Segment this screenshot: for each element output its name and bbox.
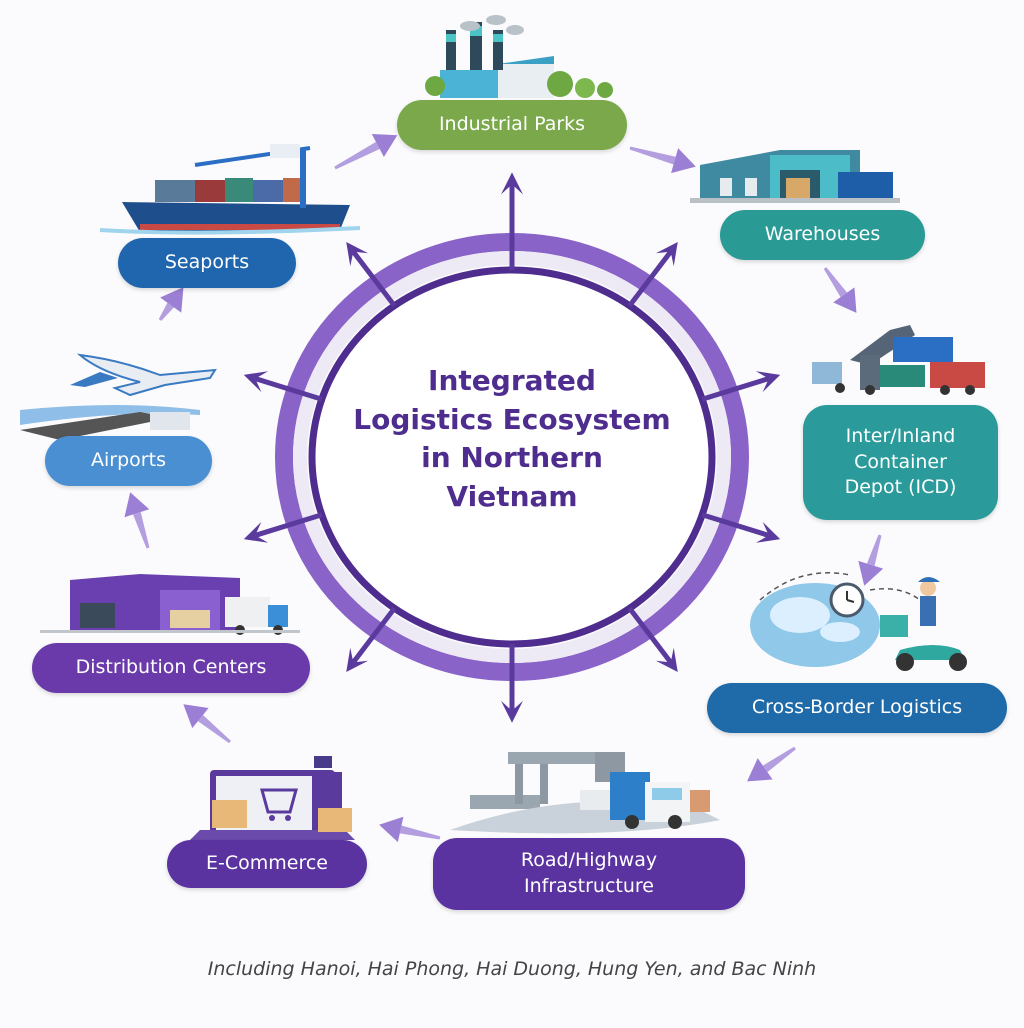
radial-arrow-head: [501, 172, 523, 195]
flow-arrow: [158, 287, 184, 321]
node-distribution-centers[interactable]: Distribution Centers: [32, 643, 310, 693]
radial-arrow: [701, 512, 781, 543]
airplane-icon: [20, 353, 217, 440]
flow-arrow-head: [858, 560, 884, 586]
warehouse-icon: [690, 150, 900, 203]
flow-arrow: [124, 492, 150, 549]
cargo-ship-icon: [99, 144, 361, 235]
radial-arrow-head: [655, 647, 678, 673]
flow-arrow-shaft: [823, 267, 848, 298]
flow-arrow-shaft: [158, 302, 174, 321]
radial-arrow-head: [346, 647, 369, 673]
radial-arrow-shaft: [627, 250, 673, 308]
radial-arrow: [627, 606, 678, 673]
flow-arrow: [183, 704, 231, 744]
radial-arrow-shaft: [627, 606, 673, 664]
radial-arrow-shaft: [254, 376, 323, 402]
title-line: in Northern: [421, 441, 603, 475]
node-label-text: E-Commerce: [206, 852, 328, 875]
flow-arrow: [334, 133, 398, 170]
center-title: Integrated Logistics Ecosystem in Northe…: [342, 362, 682, 517]
node-label-text: Cross-Border Logistics: [751, 696, 963, 719]
title-line: Logistics Ecosystem: [353, 402, 671, 436]
node-label-text: Industrial Parks: [438, 113, 586, 136]
illustrations: [20, 15, 985, 840]
node-label-text: Inter/Inland Container Depot (ICD): [844, 425, 957, 499]
radial-arrow: [346, 241, 397, 308]
title-line: Integrated: [428, 364, 596, 397]
flow-arrow: [858, 534, 884, 586]
radial-arrow: [346, 606, 397, 673]
node-cross-border[interactable]: Cross-Border Logistics: [707, 683, 1007, 733]
flow-arrow-shaft: [762, 746, 796, 773]
flow-arrow-head: [124, 492, 150, 518]
node-label-text: Distribution Centers: [75, 656, 267, 679]
node-warehouses[interactable]: Warehouses: [720, 210, 925, 260]
node-label-text: Warehouses: [764, 223, 881, 246]
radial-arrow-shaft: [351, 250, 397, 308]
node-airports[interactable]: Airports: [45, 436, 212, 486]
flow-arrow-shaft: [629, 146, 676, 165]
flow-arrow: [823, 267, 857, 313]
radial-arrow: [243, 371, 323, 402]
flow-arrow: [379, 816, 441, 843]
flow-arrow: [747, 746, 796, 782]
flow-arrow-head: [671, 148, 696, 174]
radial-arrow-shaft: [701, 512, 770, 538]
flow-arrow-head: [183, 704, 209, 729]
radial-arrow-shaft: [701, 376, 770, 402]
node-industrial-parks[interactable]: Industrial Parks: [397, 100, 627, 150]
node-road-highway[interactable]: Road/Highway Infrastructure: [433, 838, 745, 910]
flow-arrow-head: [160, 287, 184, 313]
highway-truck-icon: [450, 752, 720, 834]
radial-arrow-head: [755, 371, 781, 393]
node-icd[interactable]: Inter/Inland Container Depot (ICD): [803, 405, 998, 520]
radial-arrow-head: [243, 521, 269, 543]
title-line: Vietnam: [446, 479, 578, 513]
flow-arrow-shaft: [133, 512, 150, 549]
radial-arrow: [243, 512, 323, 543]
radial-arrow-shaft: [254, 512, 323, 538]
node-e-commerce[interactable]: E-Commerce: [167, 840, 367, 888]
radial-arrow-head: [655, 241, 678, 267]
flow-arrow-head: [747, 758, 773, 782]
container-crane-icon: [812, 325, 985, 395]
laptop-cart-icon: [190, 756, 355, 840]
flow-arrow-head: [379, 816, 404, 843]
flow-arrows: [124, 133, 884, 843]
radial-arrow-head: [346, 241, 369, 267]
radial-arrow: [701, 371, 781, 402]
globe-delivery-icon: [750, 572, 967, 671]
flow-arrow-head: [833, 287, 857, 313]
node-label-text: Airports: [91, 449, 166, 472]
flow-arrow-shaft: [197, 714, 231, 744]
distribution-building-icon: [40, 574, 300, 635]
node-seaports[interactable]: Seaports: [118, 238, 296, 288]
radial-arrow: [627, 241, 678, 308]
caption: Including Hanoi, Hai Phong, Hai Duong, H…: [207, 958, 817, 980]
flow-arrow-shaft: [399, 825, 441, 840]
radial-arrow: [501, 644, 523, 723]
node-label-text: Seaports: [164, 251, 250, 274]
flow-arrow-shaft: [334, 141, 380, 170]
radial-arrows: [243, 172, 781, 723]
factory-icon: [425, 15, 613, 98]
radial-arrow: [501, 172, 523, 270]
flow-arrow: [629, 146, 696, 174]
radial-arrow-shaft: [351, 606, 397, 664]
radial-arrow-head: [501, 700, 523, 723]
radial-arrow-head: [243, 371, 269, 393]
flow-arrow-shaft: [866, 534, 882, 566]
radial-arrow-head: [755, 521, 781, 543]
flow-arrow-head: [371, 133, 398, 157]
node-label-text: Road/Highway Infrastructure: [520, 849, 658, 897]
